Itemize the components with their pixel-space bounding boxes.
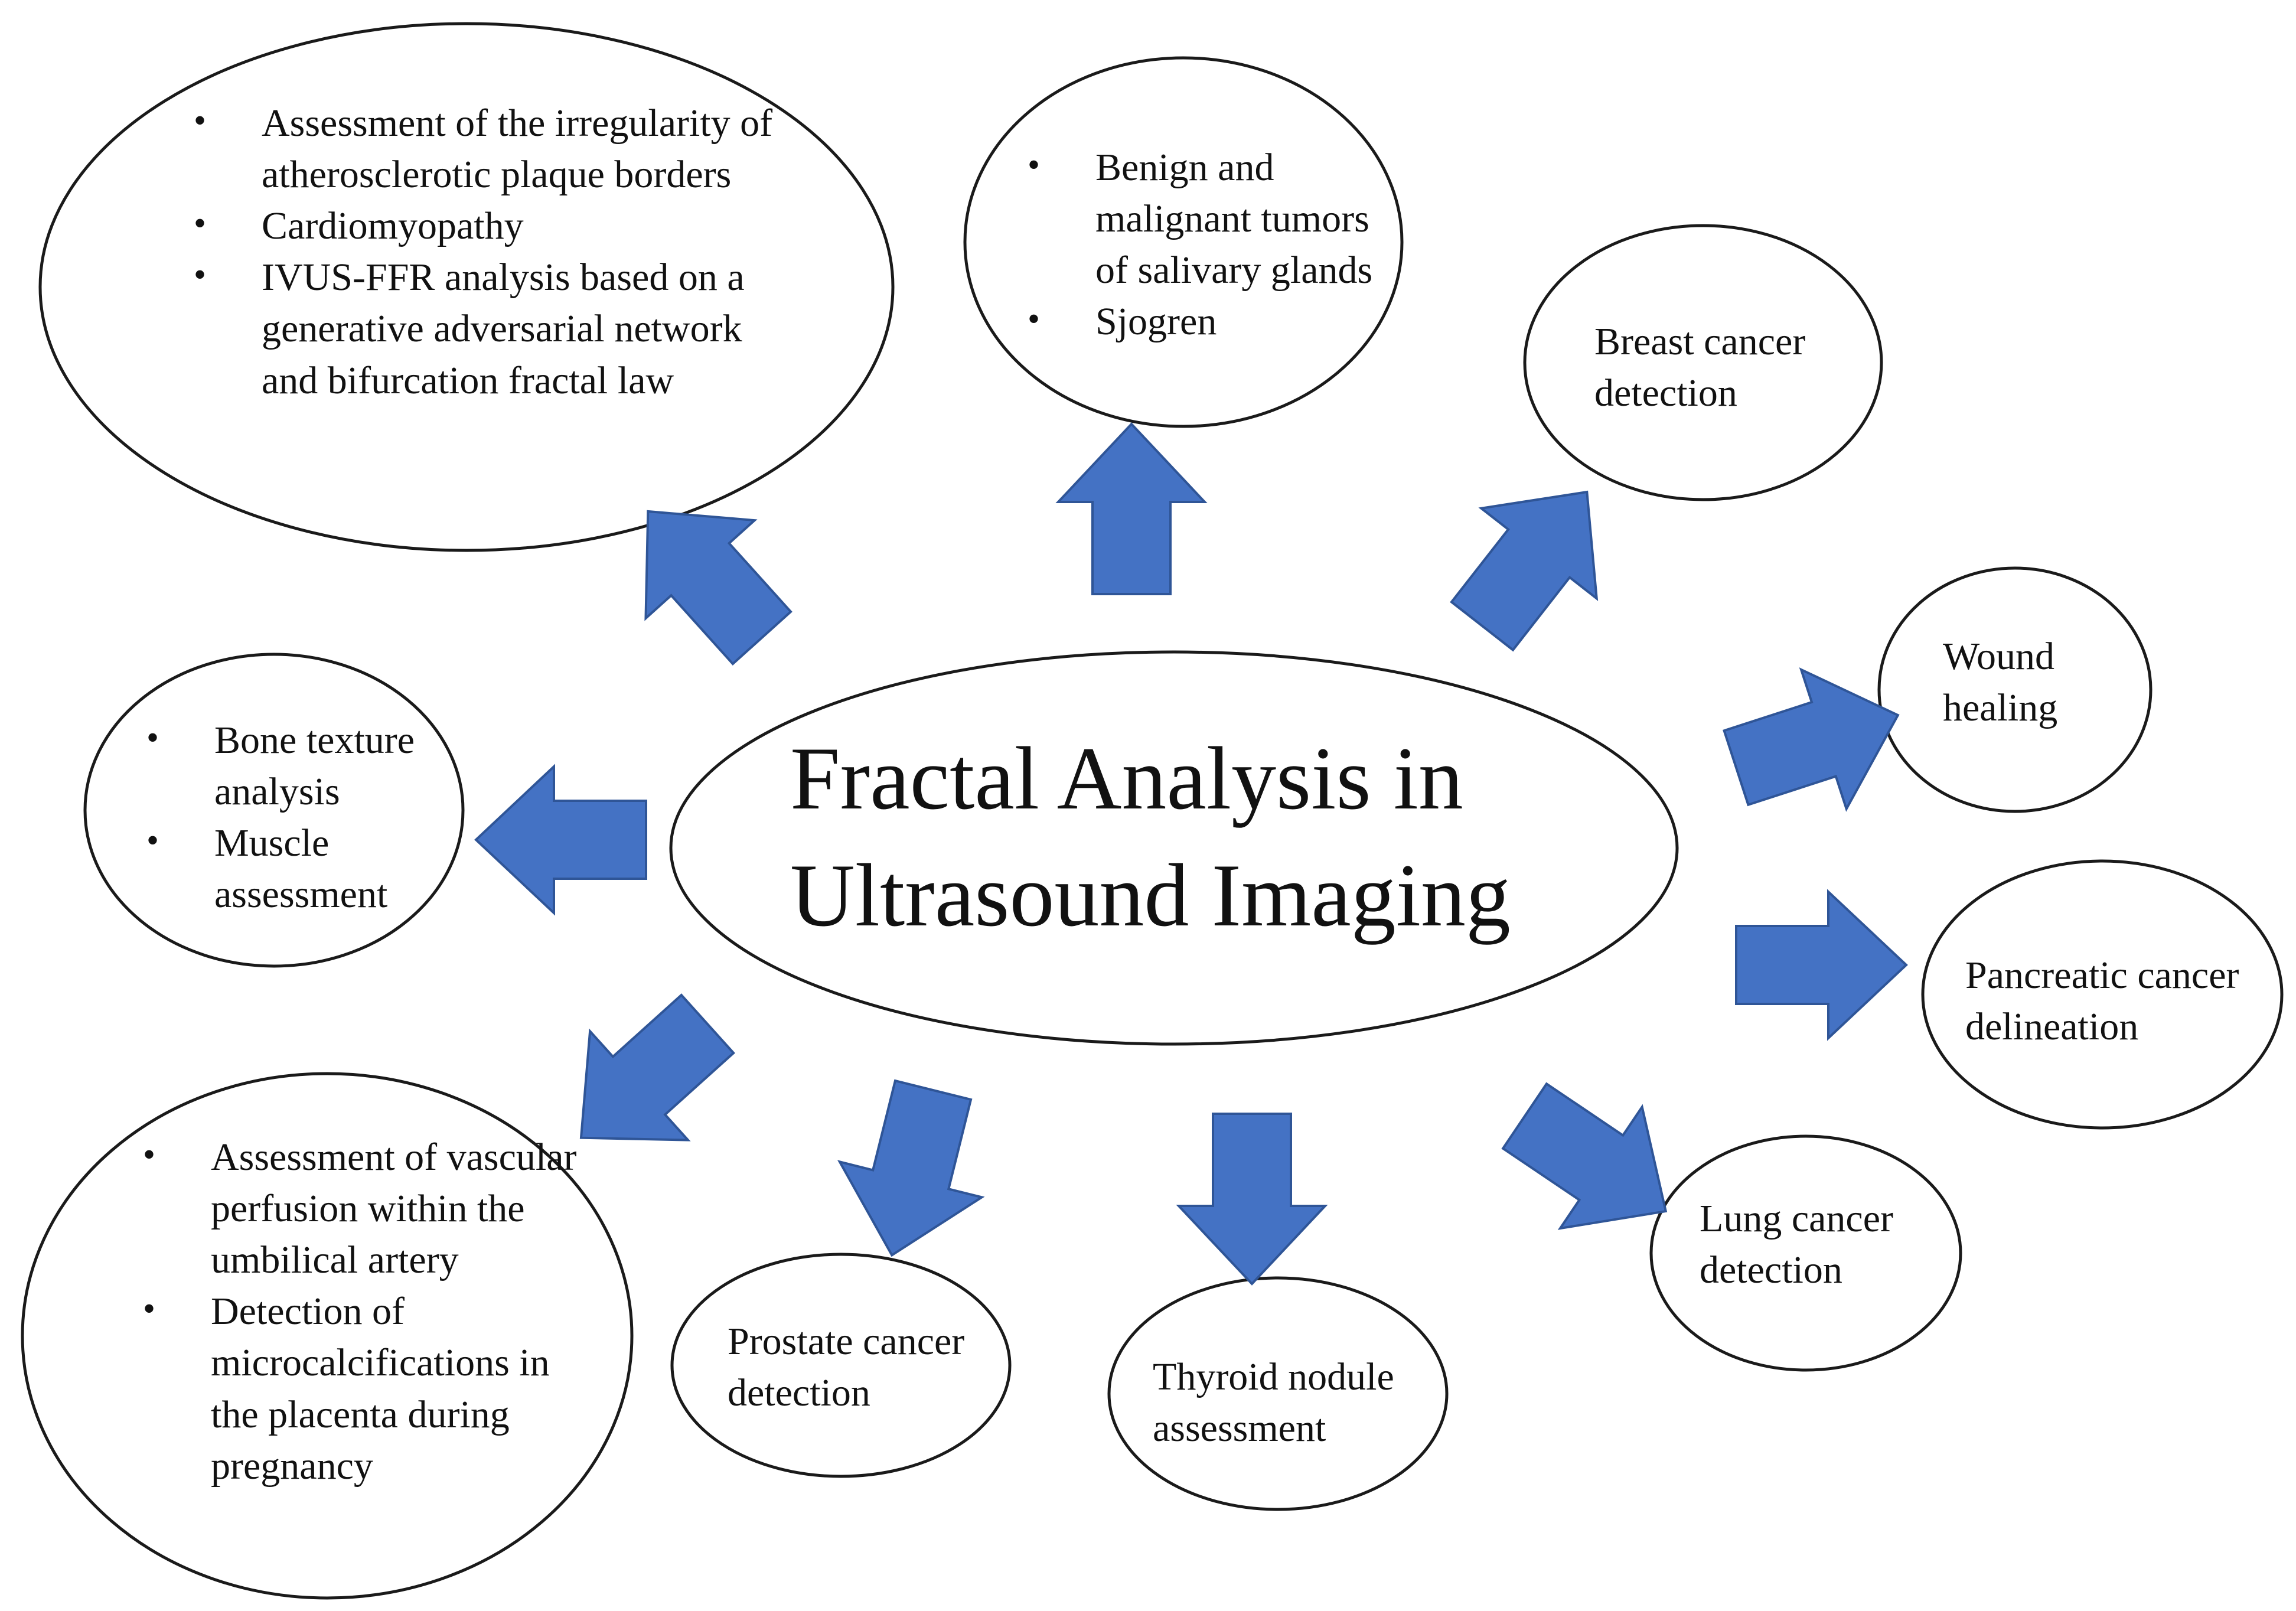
- cardio-item: Cardiomyopathy: [194, 200, 808, 252]
- obstetric-item: Detection of microcalcifications in the …: [143, 1286, 604, 1491]
- wound-label: Wound healing: [1943, 635, 2058, 730]
- lung-node: Lung cancer detection: [1700, 1193, 1936, 1296]
- prostate-label: Prostate cancer detection: [728, 1320, 965, 1415]
- prostate-node: Prostate cancer detection: [728, 1316, 1011, 1418]
- salivary-node: Benign and malignant tumors of salivary …: [1028, 142, 1405, 347]
- breast-ellipse: [1523, 224, 1883, 501]
- center-ellipse: [669, 650, 1679, 1046]
- pancreatic-ellipse: [1921, 859, 2284, 1130]
- musculo-item: Bone texture analysis: [146, 715, 448, 817]
- pancreatic-label: Pancreatic cancer delineation: [1965, 954, 2239, 1049]
- obstetric-item: Assessment of vascular perfusion within …: [143, 1131, 604, 1286]
- cardio-node: Assessment of the irregularity of athero…: [194, 97, 808, 406]
- center-title-line-2: Ultrasound Imaging: [790, 845, 1511, 945]
- salivary-item: Sjogren: [1028, 296, 1405, 347]
- musculo-node: Bone texture analysis Muscle assessment: [146, 715, 448, 920]
- arrow-to-prostate: [820, 1071, 1006, 1274]
- breast-label: Breast cancer detection: [1594, 320, 1806, 415]
- center-title: Fractal Analysis in Ultrasound Imaging: [790, 720, 1511, 954]
- thyroid-label: Thyroid nodule assessment: [1153, 1355, 1394, 1450]
- musculo-item: Muscle assessment: [146, 817, 448, 920]
- arrow-to-pancreatic: [1735, 891, 1907, 1039]
- wound-ellipse: [1877, 566, 2152, 813]
- breast-node: Breast cancer detection: [1594, 316, 1842, 419]
- arrow-to-musculo: [475, 765, 647, 914]
- lung-label: Lung cancer detection: [1700, 1197, 1893, 1292]
- center-title-line-1: Fractal Analysis in: [790, 729, 1463, 828]
- lung-ellipse: [1649, 1134, 1962, 1372]
- salivary-item: Benign and malignant tumors of salivary …: [1028, 142, 1405, 296]
- thyroid-node: Thyroid nodule assessment: [1153, 1351, 1401, 1454]
- wound-node: Wound healing: [1943, 631, 2085, 733]
- obstetric-node: Assessment of vascular perfusion within …: [143, 1131, 604, 1492]
- thyroid-ellipse: [1107, 1276, 1449, 1511]
- cardio-item: IVUS-FFR analysis based on a generative …: [194, 252, 808, 406]
- prostate-ellipse: [670, 1253, 1012, 1478]
- arrow-to-thyroid: [1178, 1113, 1326, 1285]
- arrow-to-salivary: [1057, 423, 1206, 595]
- pancreatic-node: Pancreatic cancer delineation: [1965, 950, 2272, 1052]
- cardio-item: Assessment of the irregularity of athero…: [194, 97, 808, 200]
